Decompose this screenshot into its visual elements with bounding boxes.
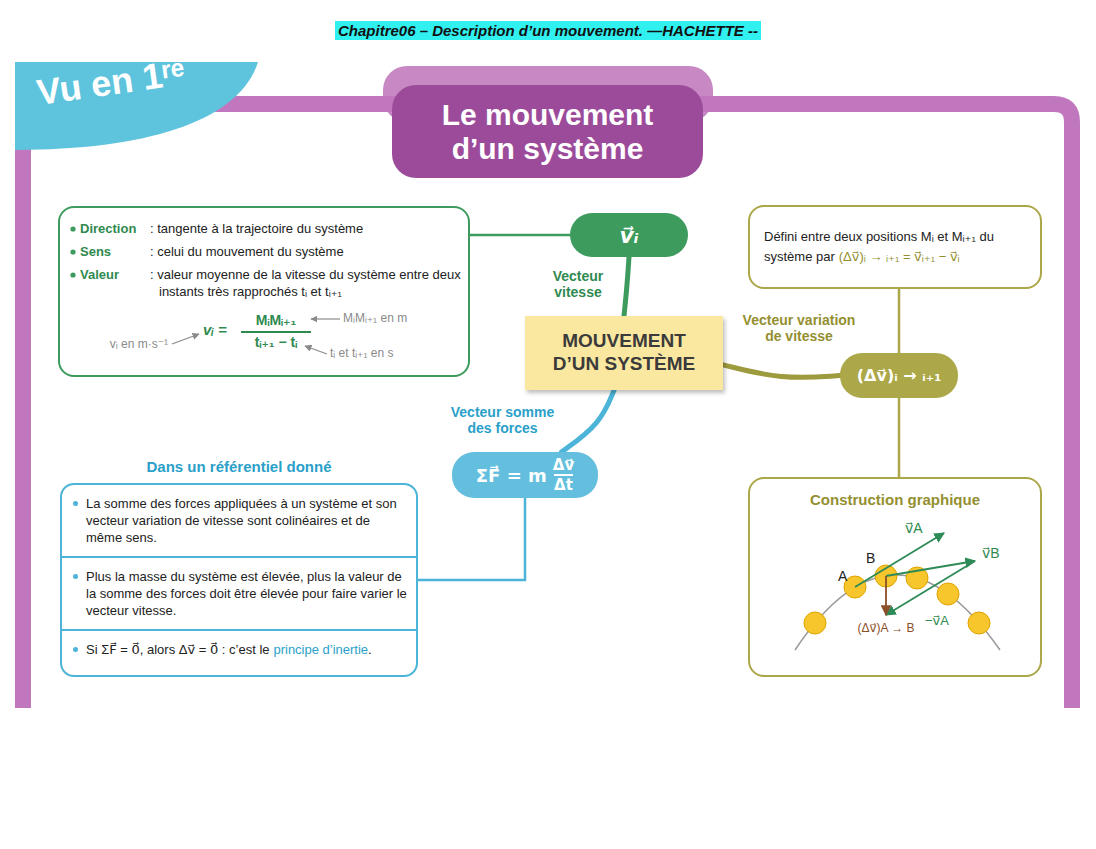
bullet-dot [70,249,75,254]
panel-border [23,104,1072,708]
construction-box: Construction graphiqueA Bv⃗A v⃗B −v⃗A (Δv⃗)A… [748,477,1042,677]
central-text: MOUVEMENT D’UN SYSTÈME [539,330,709,376]
unit-note: tᵢ et tᵢ₊₁ en s [330,346,394,361]
fraction: Δv⃗Δt [553,457,574,493]
bullet-dot [73,501,78,506]
field-name: Valeur [80,266,119,283]
connector [418,498,525,580]
property-box: Dans un référentiel donnéLa somme des fo… [60,483,418,677]
definition-box: Défini entre deux positions Mᵢ et Mᵢ₊₁ d… [748,205,1042,289]
connector [723,365,840,377]
title-box: Le mouvement d’un système [392,85,703,178]
fraction-denominator: tᵢ₊₁ − tᵢ [241,331,311,351]
leader-arrow [311,318,340,319]
velocity-vector [886,561,975,615]
connector-label: Vecteur somme des forces [440,404,565,436]
leader-arrow [305,346,327,354]
connector [562,390,615,452]
key-term: principe d’inertie [273,642,368,657]
formula-left: vᵢ = [203,321,227,339]
text-flow: Défini entre deux positions Mᵢ et Mᵢ₊₁ d… [764,227,1026,267]
formula-pill: ΣF⃗ = m Δv⃗Δt [452,452,598,498]
vector-pill: v⃗ᵢ [570,213,688,257]
connector-label: Vecteur variation de vitesse [738,312,860,344]
bullet-dot [70,272,75,277]
vector-label: (Δv⃗)A → B [856,620,916,637]
unit-note: vᵢ en m·s⁻¹ [88,337,168,352]
central-box: MOUVEMENT D’UN SYSTÈME [525,316,723,390]
trajectory [795,575,1000,650]
bullet-dot [70,226,75,231]
connector [470,234,570,237]
box-heading: Construction graphique [750,491,1040,508]
leader-arrow [172,334,199,344]
vector-label: v⃗A [905,520,923,537]
field-name: Direction [80,220,136,237]
ball [804,612,826,634]
text-flow: Si ΣF⃗ = 0⃗, alors Δv⃗ = 0⃗ : c’est lepr… [86,641,408,658]
field-text: : tangente à la trajectoire du système [150,220,363,237]
connector-label: Vecteur vitesse [543,268,613,300]
vector-pill: (Δv⃗)ᵢ → ᵢ₊₁ [840,353,958,398]
punctuation: . [368,642,372,657]
connector [624,257,629,316]
ball [937,583,959,605]
field-text: : celui du mouvement du système [150,243,344,260]
fraction-denominator: Δt [554,474,573,494]
bullet-section: Plus la masse du système est élevée, plu… [62,558,416,631]
property-text: Si ΣF⃗ = 0⃗, alors Δv⃗ = 0⃗ : c’est le [86,642,270,657]
bullet-dot [73,574,78,579]
bullet-section: Si ΣF⃗ = 0⃗, alors Δv⃗ = 0⃗ : c’est lepr… [62,631,416,668]
field-text: : valeur moyenne de la vitesse du systèm… [150,266,464,300]
title-text: Le mouvement d’un système [427,98,668,165]
vector-symbol: (Δv⃗)ᵢ → ᵢ₊₁ [857,366,941,385]
fraction-numerator: MᵢMᵢ₊₁ [241,312,311,329]
point-label: A [838,568,847,585]
bullet-dot [73,647,78,652]
page-title: Chapitre06 – Description d’un mouvement.… [335,21,761,40]
point-label: B [866,550,875,567]
box-heading: Dans un référentiel donné [62,458,416,475]
vector-symbol: v⃗ᵢ [619,223,638,248]
property-text: Plus la masse du système est élevée, plu… [86,568,408,619]
fraction-numerator: Δv⃗ [553,457,574,474]
level-badge: Vu en 1ʳᵉ [15,62,258,152]
property-text: La somme des forces appliquées à un syst… [86,495,408,546]
header: Chapitre06 – Description d’un mouvement.… [0,22,1096,40]
connector [898,398,901,477]
variation-vector [885,576,887,615]
field-name: Sens [80,243,111,260]
velocity-vector [855,533,944,587]
formula-left: ΣF⃗ = m [476,465,547,486]
bullet-section: La somme des forces appliquées à un syst… [62,485,416,558]
unit-note: MᵢMᵢ₊₁ en m [343,311,407,326]
vector-label: −v⃗A [925,612,949,629]
formula-text: (Δv⃗)ᵢ → ᵢ₊₁ = v⃗ᵢ₊₁ − v⃗ᵢ [839,249,960,264]
connector [898,289,901,353]
ball [968,612,990,634]
vector-label: v⃗B [982,545,1000,562]
definition-box: Direction : tangente à la trajectoire du … [58,206,470,377]
